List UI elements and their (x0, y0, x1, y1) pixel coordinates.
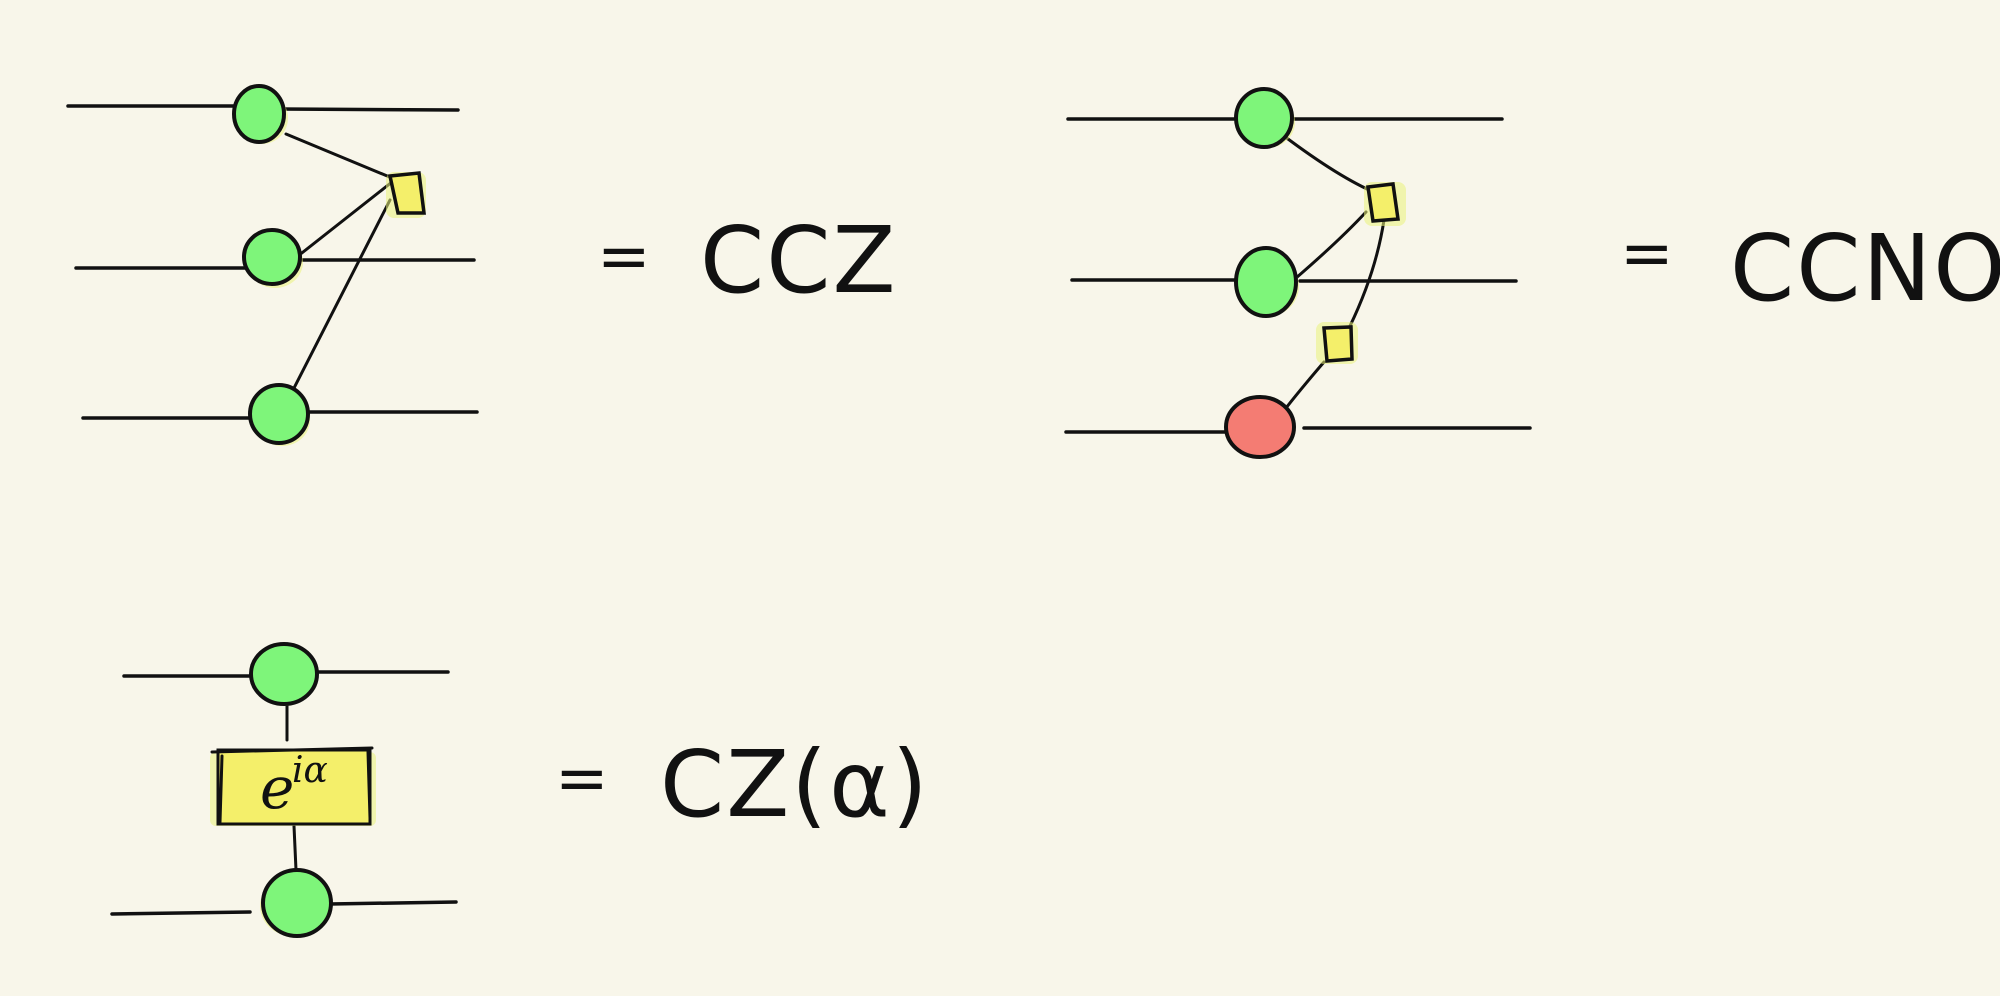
cz-alpha-diagram: e iα = CZ(α) (110, 642, 930, 938)
ccnot-green-spider-middle (1234, 246, 1298, 318)
ccnot-wire-middle (1070, 278, 1518, 283)
phase-base: e (260, 754, 294, 822)
ccz-wire-top (66, 104, 460, 112)
phase-box (216, 748, 372, 826)
ccz-equals-sign: = (597, 220, 651, 294)
cz-equals-sign: = (555, 742, 609, 816)
cz-wire-bottom (110, 900, 458, 916)
phase-exponent: iα (292, 750, 328, 791)
ccnot-edge-middle (1294, 210, 1368, 280)
ccz-edge-bottom (291, 198, 392, 392)
ccz-green-spider-middle (242, 228, 302, 286)
ccz-diagram: = CCZ (66, 84, 898, 446)
ccz-edge-top (284, 132, 394, 180)
ccnot-edge-top (1282, 134, 1378, 195)
ccnot-red-spider (1224, 395, 1296, 459)
ccz-hbox (387, 171, 426, 215)
ccnot-hbox-upper (1366, 182, 1400, 223)
cz-edge-lower (292, 824, 298, 872)
ccnot-edge-bottom (1284, 360, 1326, 410)
ccnot-equals-sign: = (1620, 217, 1674, 291)
cz-green-spider-bottom (261, 868, 333, 938)
ccnot-green-spider-top (1234, 87, 1294, 149)
ccz-edge-middle (296, 180, 394, 258)
ccz-wire-bottom (81, 410, 479, 420)
ccz-wire-middle (74, 258, 476, 270)
cz-alpha-label: CZ(α) (660, 731, 930, 838)
cz-wire-top (122, 670, 450, 678)
ccnot-diagram: = CCNOT (1064, 87, 2000, 459)
cz-green-spider-top (249, 642, 319, 706)
ccnot-wire-bottom (1064, 426, 1532, 434)
ccz-label: CCZ (700, 207, 898, 314)
ccz-green-spider-bottom (248, 383, 310, 445)
ccz-green-spider-top (232, 84, 286, 144)
ccnot-hbox-lower (1322, 325, 1354, 363)
ccnot-label: CCNOT (1730, 215, 2000, 322)
ccnot-edge-hbox-link (1348, 218, 1386, 328)
